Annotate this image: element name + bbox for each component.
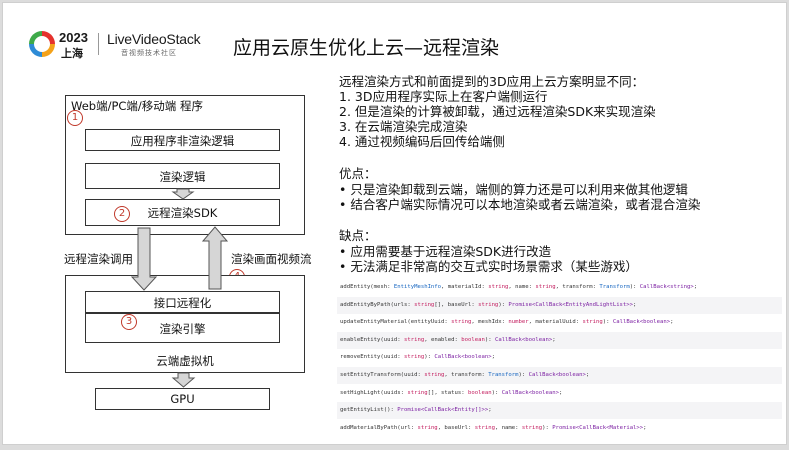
page-title: 应用云原生优化上云—远程渲染: [233, 37, 500, 59]
api-remote-box: [85, 291, 280, 313]
gpu-label: GPU: [170, 392, 195, 406]
step-2: 2. 但是渲染的计算被卸载，通过远程渲染SDK来实现渲染: [339, 104, 656, 119]
step-1: 1. 3D应用程序实际上在客户端侧运行: [339, 89, 548, 104]
remote-call-arrow: [130, 227, 158, 291]
app-non-render-label: 应用程序非渲染逻辑: [130, 134, 235, 148]
code-line: addEntityByPath(urls: string[], baseUrl:…: [337, 296, 782, 314]
step-3: 3. 在云端渲染完成渲染: [339, 119, 468, 134]
pro-item-1: • 只是渲染卸载到云端，端侧的算力还是可以利用来做其他逻辑: [339, 182, 688, 197]
con-item-1: • 应用需要基于远程渲染SDK进行改造: [339, 244, 552, 259]
app-non-render-box: [85, 129, 280, 151]
code-line: setHighLight(uuids: string[], status: bo…: [340, 389, 563, 396]
intro-text: 远程渲染方式和前面提到的3D应用上云方案明显不同：: [339, 74, 645, 89]
code-line: setEntityTransform(uuid: string, transfo…: [337, 367, 782, 384]
cons-title: 缺点：: [339, 228, 377, 243]
marker-2: 2: [114, 206, 130, 222]
api-remote-label: 接口远程化: [153, 296, 212, 310]
pros-title: 优点：: [339, 166, 377, 181]
code-line: getEntityList(): Promise<CallBack<Entity…: [337, 402, 782, 420]
code-line: enableEntity(uuid: string, enabled: bool…: [337, 331, 782, 349]
render-logic-box: [85, 163, 280, 189]
marker-3: 3: [121, 314, 137, 330]
vm-to-gpu-arrow: [171, 372, 196, 388]
logo-city: 上海: [61, 47, 83, 60]
remote-sdk-label: 远程渲染SDK: [147, 206, 218, 220]
render-engine-label: 渲染引擎: [159, 322, 206, 336]
gpu-box: [95, 388, 270, 410]
pro-item-2: • 结合客户端实际情况可以本地渲染或者云端渲染，或者混合渲染: [339, 197, 701, 212]
con-item-2: • 无法满足非常高的交互式实时场景需求（某些游戏）: [339, 259, 638, 274]
video-stream-arrow: [201, 226, 229, 290]
client-label: Web端/PC端/移动端 程序: [71, 99, 203, 113]
render-to-sdk-arrow: [171, 188, 195, 200]
conference-logo-icon: [29, 31, 55, 57]
code-line: updateEntityMaterial(entityUuid: string,…: [340, 319, 674, 326]
step-4: 4. 通过视频编码后回传给端侧: [339, 134, 505, 149]
remote-call-label: 远程渲染调用: [64, 252, 133, 266]
render-logic-label: 渲染逻辑: [159, 170, 206, 184]
code-line: addMaterialByPath(url: string, baseUrl: …: [340, 424, 647, 431]
diagram-arrows: [130, 188, 229, 388]
slide: 2023 上海 LiveVideoStack 音视频技术社区 应用云原生优化上云…: [2, 2, 787, 445]
marker-1: 1: [67, 110, 83, 126]
cloud-vm-label: 云端虚拟机: [156, 354, 214, 368]
code-line: addEntity(mesh: EntityMeshInfo, material…: [340, 284, 698, 290]
render-engine-box: [85, 313, 280, 343]
api-code-snippet: addEntity(mesh: EntityMeshInfo, material…: [337, 279, 782, 439]
logo-year: 2023: [59, 30, 88, 45]
logo-divider: [98, 33, 99, 55]
brand-logo: LiveVideoStack: [107, 31, 201, 47]
brand-subtitle: 音视频技术社区: [121, 49, 177, 57]
code-line: removeEntity(uuid: string): CallBack<boo…: [340, 354, 495, 361]
video-stream-label: 渲染画面视频流: [231, 252, 312, 266]
